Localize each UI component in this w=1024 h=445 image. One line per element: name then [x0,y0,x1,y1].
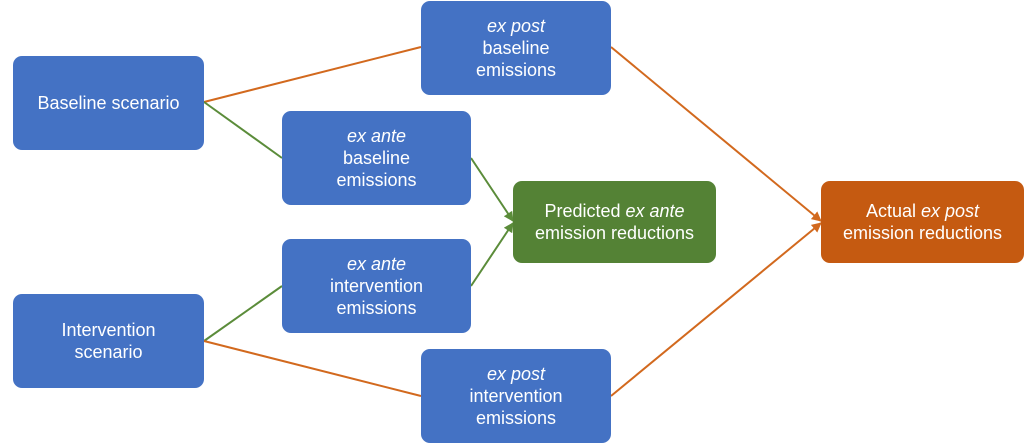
ex-post-intervention-label-line3: emissions [475,408,557,428]
edge-baseline-to-exante-baseline [203,101,283,159]
ex-ante-baseline-label-line2: baseline [342,148,411,168]
intervention-scenario-label-line2: scenario [74,342,143,362]
actual-label-line2: emission reductions [842,223,1003,243]
edge-exante-intervention-to-predicted [470,222,514,287]
actual-emission-reductions-box: Actual ex post emission reductions [821,181,1024,263]
edge-expost-intervention-to-actual [610,222,822,397]
ex-post-intervention-qualifier: ex post [486,364,546,384]
ex-ante-baseline-qualifier: ex ante [346,126,407,146]
ex-post-intervention-label-line2: intervention [469,386,563,406]
edge-expost-baseline-to-actual [610,46,822,222]
predicted-emission-reductions-box: Predicted ex ante emission reductions [513,181,716,263]
ex-ante-baseline-emissions-box: ex ante baseline emissions [282,111,471,205]
ex-post-baseline-emissions-box: ex post baseline emissions [421,1,611,95]
predicted-label-prefix: Predicted [544,201,626,221]
ex-post-intervention-emissions-box: ex post intervention emissions [421,349,611,443]
intervention-scenario-box: Intervention scenario [13,294,204,388]
ex-ante-intervention-qualifier: ex ante [346,254,407,274]
ex-post-baseline-label-line2: baseline [482,38,550,58]
intervention-scenario-label-line1: Intervention [61,320,156,340]
edge-exante-baseline-to-predicted [470,157,514,222]
ex-ante-intervention-label-line3: emissions [336,298,417,318]
ex-post-baseline-label-line3: emissions [475,60,557,80]
predicted-label-qualifier: ex ante [625,201,685,221]
baseline-scenario-label: Baseline scenario [37,93,180,113]
ex-ante-intervention-emissions-box: ex ante intervention emissions [282,239,471,333]
predicted-label-line2: emission reductions [534,223,695,243]
edge-intervention-to-exante-intervention [203,285,283,342]
actual-label-qualifier: ex post [920,201,980,221]
ex-post-baseline-qualifier: ex post [486,16,546,36]
ex-ante-intervention-label-line2: intervention [329,276,424,296]
edge-baseline-to-expost-baseline [203,46,422,103]
edge-intervention-to-expost-intervention [203,340,422,397]
ex-ante-baseline-label-line3: emissions [336,170,417,190]
actual-label-prefix: Actual [865,201,921,221]
baseline-scenario-box: Baseline scenario [13,56,204,150]
